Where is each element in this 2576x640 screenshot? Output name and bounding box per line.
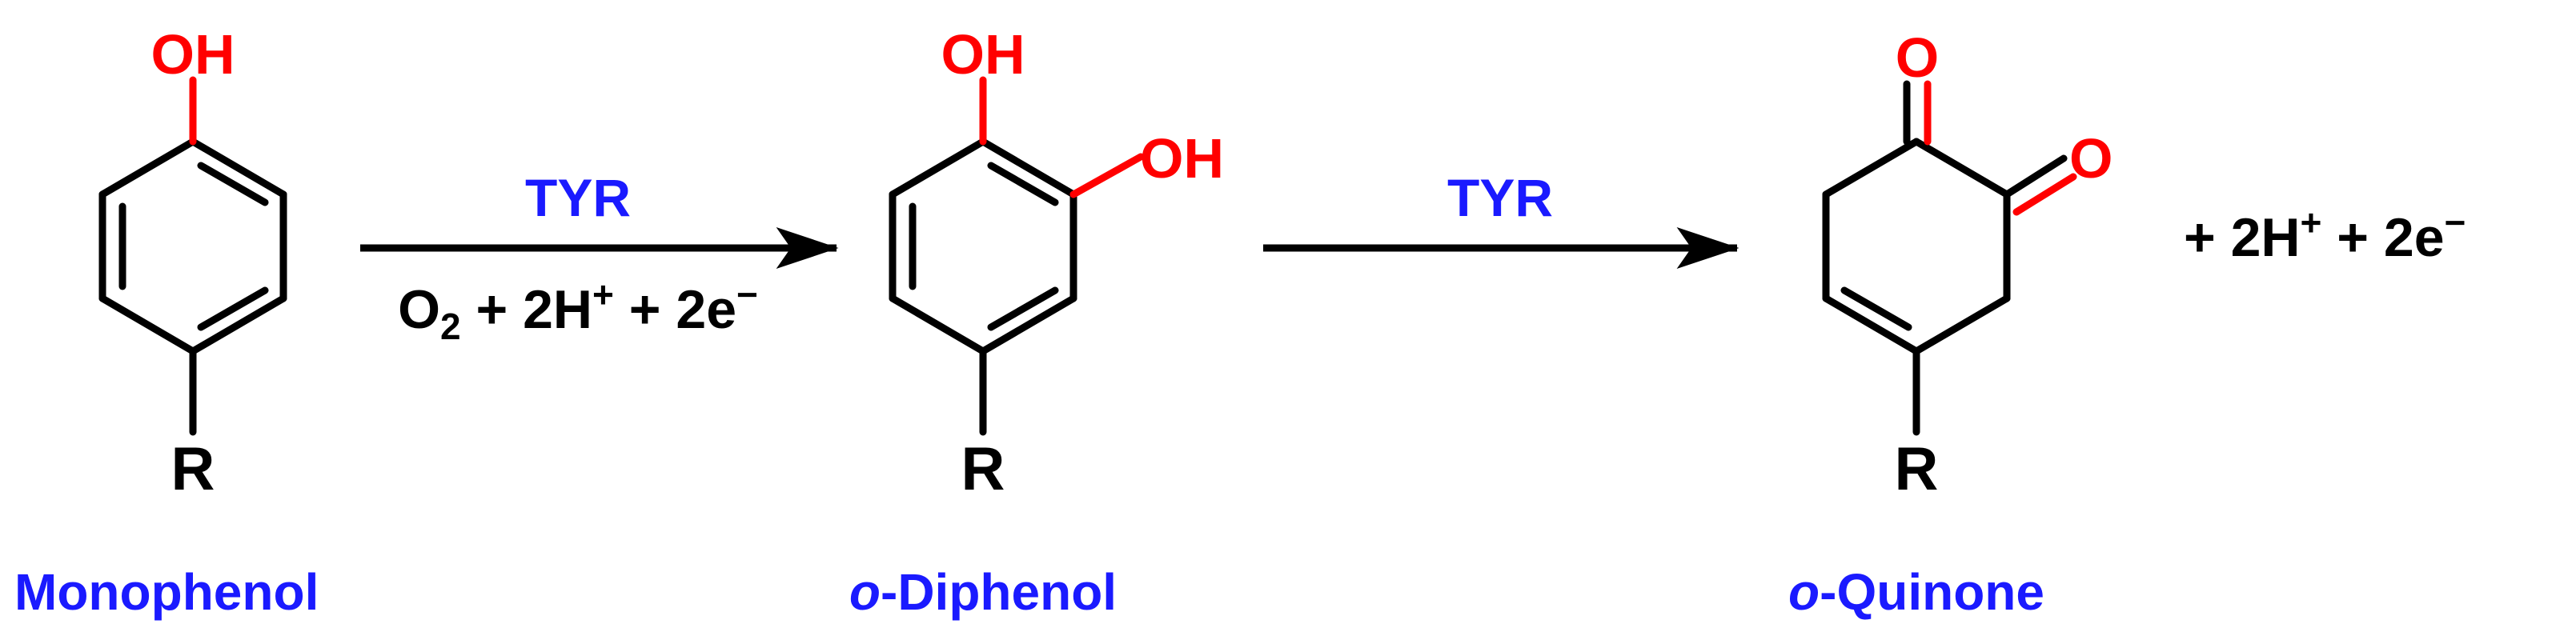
proton-text: + 2H	[461, 279, 592, 340]
diphenol-name-prefix: o	[849, 563, 881, 621]
diphenol-oh-label-side: OH	[1140, 127, 1224, 190]
quinone-o-label-side: O	[2069, 127, 2113, 190]
step1-cofactors: O2 + 2H+ + 2e−	[398, 274, 758, 347]
diphenol-oh-bond-side	[1069, 153, 1145, 198]
reaction-step-2: TYR	[1263, 168, 1739, 269]
quinone-r-label: R	[1895, 435, 1939, 503]
oxygen-subscript: 2	[440, 306, 461, 347]
byproducts-text: + 2H+ + 2e−	[2184, 202, 2466, 268]
step1-enzyme-label: TYR	[525, 168, 631, 227]
monophenol-ring	[98, 138, 287, 355]
quinone-ring	[1822, 138, 2011, 355]
byproduct-electron-superscript: −	[2445, 202, 2466, 243]
quinone-o-label-top: O	[1896, 26, 1939, 89]
diphenol-structure: OH OH R	[889, 23, 1224, 503]
quinone-name-prefix: o	[1788, 563, 1820, 621]
diphenol-name: o-Diphenol	[849, 563, 1117, 621]
reaction-step-1: TYR O2 + 2H+ + 2e−	[360, 168, 839, 347]
quinone-carbonyl-side-bond-a	[2003, 154, 2068, 198]
byproduct-proton-superscript: +	[2301, 202, 2322, 243]
byproduct-proton-text: + 2H	[2184, 207, 2301, 268]
diphenol-name-suffix: -Diphenol	[881, 563, 1117, 621]
electron-text: + 2e	[614, 279, 736, 340]
monophenol-r-label: R	[171, 435, 215, 503]
oxygen-symbol: O	[398, 279, 440, 340]
monophenol-name: Monophenol	[14, 563, 319, 621]
monophenol-structure: OH R	[98, 23, 287, 503]
electron-superscript: −	[736, 274, 758, 315]
monophenol-oh-label: OH	[151, 23, 235, 86]
quinone-carbonyl-side-bond-b	[2012, 173, 2077, 216]
byproduct-electron-text: + 2e	[2321, 207, 2444, 268]
diphenol-oh-label-top: OH	[941, 23, 1025, 86]
quinone-name-suffix: -Quinone	[1820, 563, 2044, 621]
step2-enzyme-label: TYR	[1447, 168, 1553, 227]
proton-superscript: +	[592, 274, 614, 315]
quinone-name: o-Quinone	[1788, 563, 2044, 621]
diphenol-ring	[889, 138, 1077, 355]
quinone-structure: O O R	[1822, 26, 2113, 503]
diphenol-r-label: R	[961, 435, 1005, 503]
